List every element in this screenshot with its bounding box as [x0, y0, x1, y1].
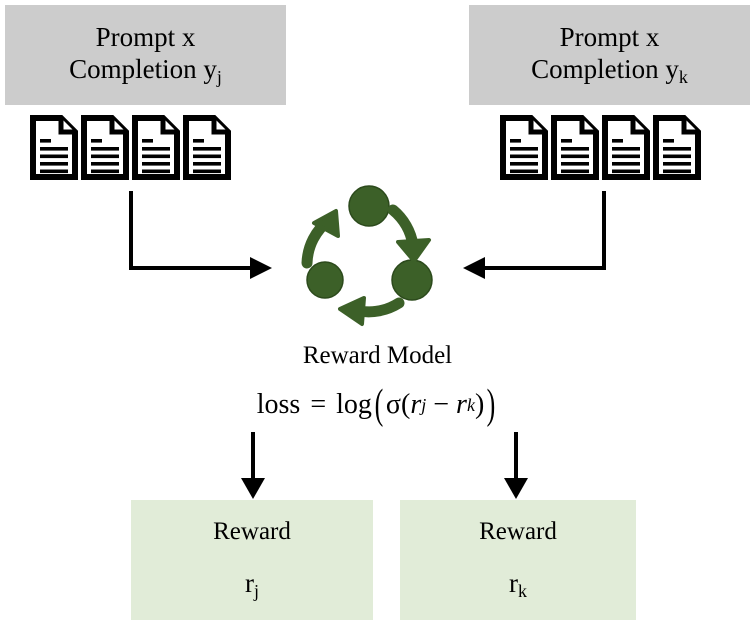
formula-open-paren-inner: (	[400, 389, 411, 420]
formula-close-paren-inner: )	[474, 389, 485, 420]
document-icon	[132, 115, 180, 180]
reward-box-right-variable-text: r	[509, 567, 518, 598]
prompt-box-right-line2-text: Completion y	[531, 54, 679, 85]
formula-r-k-subscript: k	[466, 394, 475, 415]
reward-box-left-label: Reward	[213, 517, 291, 545]
reward-box-left-variable: rj	[245, 568, 259, 602]
reward-box-left-variable-subscript: j	[253, 581, 259, 602]
prompt-box-left-line2: Completion yj	[69, 53, 222, 89]
formula-log: log	[336, 389, 372, 420]
cycle-node-left	[306, 261, 344, 299]
cycle-node-right	[391, 259, 433, 301]
prompt-box-right-line2: Completion yk	[531, 53, 688, 89]
document-icon	[30, 115, 78, 180]
connector-down-arrow-left	[241, 432, 265, 499]
cycle-arc-right-left	[338, 296, 405, 326]
reward-box-left-variable-text: r	[244, 567, 254, 598]
formula-open-paren-outer: (	[374, 381, 384, 428]
formula-r-k: r	[456, 389, 467, 420]
connector-left-elbow	[129, 191, 272, 279]
document-icon	[183, 115, 231, 180]
reward-box-left: Reward rj	[131, 500, 373, 620]
cycle-node-top	[348, 185, 390, 227]
prompt-box-left-line2-text: Completion y	[69, 54, 217, 85]
reward-box-right-label: Reward	[479, 517, 557, 545]
formula-lhs: loss	[256, 389, 301, 420]
prompt-box-right-line1: Prompt x	[559, 21, 660, 52]
connector-right-elbow	[463, 191, 606, 279]
formula-equals: =	[310, 389, 327, 420]
prompt-box-left: Prompt x Completion yj	[5, 5, 286, 105]
document-icon	[602, 115, 650, 180]
prompt-box-left-line2-subscript: j	[216, 67, 222, 88]
prompt-box-right-line2-subscript: k	[678, 67, 688, 88]
formula-close-paren-outer: )	[486, 381, 496, 428]
formula-minus: −	[433, 389, 450, 420]
document-icon	[500, 115, 548, 180]
document-icon	[81, 115, 129, 180]
cycle-arrows-icon	[301, 185, 433, 326]
formula-r-j-subscript: j	[421, 394, 427, 415]
formula-r-j: r	[410, 389, 422, 420]
prompt-box-right: Prompt x Completion yk	[469, 5, 750, 105]
document-icon	[551, 115, 599, 180]
prompt-box-left-line1: Prompt x	[95, 21, 196, 52]
cycle-arc-top-right	[387, 204, 431, 263]
cycle-arc-left-top	[301, 209, 340, 269]
document-icon	[653, 115, 701, 180]
formula-sigma: σ	[385, 389, 401, 420]
reward-box-right-variable-subscript: k	[518, 581, 527, 602]
document-row-right	[500, 115, 701, 180]
reward-box-right-variable: rk	[509, 568, 527, 602]
connector-down-arrow-right	[504, 432, 528, 499]
document-row-left	[30, 115, 231, 180]
reward-model-title: Reward Model	[302, 342, 453, 369]
reward-box-right: Reward rk	[400, 500, 636, 620]
